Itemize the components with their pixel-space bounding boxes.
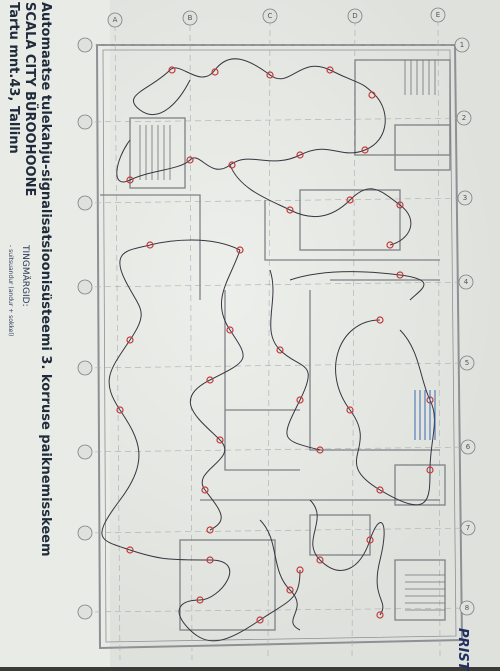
- grid-letter-b: B: [188, 14, 193, 22]
- interior-walls: [100, 59, 451, 631]
- grid-number-1: 1: [460, 41, 464, 49]
- grid-number-3: 3: [463, 194, 467, 202]
- grid-number-8: 8: [465, 604, 469, 612]
- grid-lines: [84, 19, 471, 661]
- staircase: [139, 60, 445, 611]
- detector-markers: [116, 66, 434, 624]
- annotation-block: [414, 390, 436, 440]
- grid-bubbles-letters: [107, 7, 446, 28]
- brand-logo: PRIST: [455, 628, 470, 671]
- grid-letter-d: D: [352, 12, 357, 20]
- plan-title: Automaatse tulekahju-signalisatsioonisüs…: [38, 2, 53, 557]
- detector-cable-route: [101, 58, 435, 642]
- grid-number-4: 4: [464, 278, 469, 286]
- building-name: SCALA CITY BÜROOHOONE: [22, 2, 37, 197]
- grid-number-2: 2: [462, 114, 466, 122]
- grid-bubbles-numbers: [77, 37, 476, 620]
- address: Tartu mnt.43, Tallinn: [6, 2, 21, 154]
- legend-item: - suitsuandur (andur + sokkel): [7, 245, 14, 337]
- grid-number-6: 6: [466, 443, 471, 451]
- grid-letter-a: A: [113, 16, 118, 24]
- grid-letter-c: C: [268, 12, 273, 20]
- grid-number-5: 5: [465, 359, 469, 367]
- legend-heading: TINGMÄRGID:: [20, 245, 30, 307]
- grid-letter-e: E: [436, 11, 440, 19]
- grid-number-7: 7: [466, 524, 470, 532]
